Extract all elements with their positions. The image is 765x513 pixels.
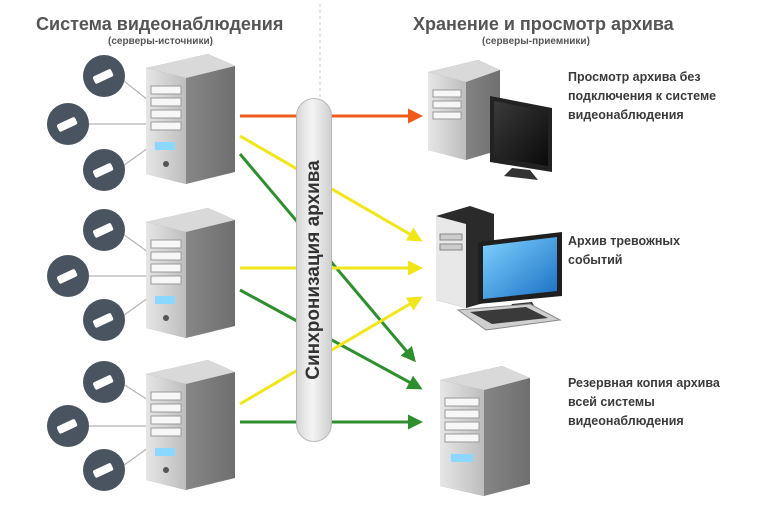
- destination-line: Архив тревожных: [568, 234, 681, 248]
- backup-server-icon: [440, 366, 530, 496]
- camera-icon: [47, 255, 89, 297]
- sync-bar: [296, 98, 332, 442]
- right-header-subtitle: (серверы-приемники): [482, 36, 590, 47]
- sync-label: Синхронизация архива: [303, 160, 324, 380]
- right-header-title: Хранение и просмотр архива: [413, 14, 674, 34]
- source-server-icon: [146, 360, 235, 490]
- camera-icon: [47, 405, 89, 447]
- camera-icon: [47, 103, 89, 145]
- destination-line: событий: [568, 253, 623, 267]
- camera-icon: [83, 361, 125, 403]
- destination-description: Архив тревожных событий: [568, 232, 680, 270]
- camera-connectors: [85, 77, 149, 469]
- left-header-title: Система видеонаблюдения: [36, 14, 284, 34]
- destination-line: Просмотр архива без: [568, 70, 701, 84]
- source-server-icon: [146, 208, 235, 338]
- alarm-archive-workstation-icon: [436, 206, 562, 331]
- destination-line: видеонаблюдения: [568, 414, 684, 428]
- camera-icon: [83, 299, 125, 341]
- archive-viewer-workstation-icon: [428, 60, 552, 180]
- destination-line: Резервная копия архива: [568, 376, 720, 390]
- camera-icon: [83, 209, 125, 251]
- source-server-icon: [146, 54, 235, 184]
- destination-description: Резервная копия архива всей системы виде…: [568, 374, 720, 431]
- destination-line: видеонаблюдения: [568, 108, 684, 122]
- camera-icon: [83, 149, 125, 191]
- destination-line: всей системы: [568, 395, 655, 409]
- destination-description: Просмотр архива без подключения к систем…: [568, 68, 716, 125]
- camera-icon: [83, 55, 125, 97]
- left-header-subtitle: (серверы-источники): [108, 36, 213, 47]
- destination-line: подключения к системе: [568, 89, 717, 103]
- camera-icon: [83, 449, 125, 491]
